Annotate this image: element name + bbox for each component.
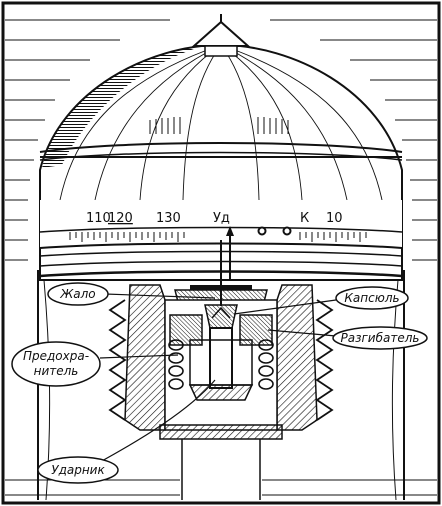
callout-zhalo-label: Жало (59, 287, 95, 301)
dome-meridians (59, 45, 383, 201)
background-hatching (5, 19, 437, 496)
scale-ticks (69, 232, 367, 242)
callout-zhalo: Жало (47, 282, 216, 306)
scale-mark-ud: Уд (213, 211, 230, 226)
scale-number-10: 10 (326, 211, 343, 226)
callout-razgibatel: Разгибатель (267, 326, 428, 350)
scale-dot-2 (282, 226, 292, 236)
callout-kapsyul-label: Капсюль (344, 291, 399, 305)
callout-predokhranitel-line1: Предохра- (23, 349, 89, 363)
nose-cap (191, 20, 251, 47)
callout-predokhranitel-line2: нитель (34, 364, 79, 378)
scale-number-110: 110 (86, 211, 111, 226)
callout-udarnik-label: Ударник (51, 463, 105, 477)
dome-shadow-left (42, 47, 200, 168)
scale-number-120: 120 (108, 211, 133, 226)
upper-ring-ticks (149, 117, 289, 134)
callout-kapsyul: Капсюль (233, 286, 409, 315)
scale-mark-k: К (300, 211, 309, 226)
shell-body-shading-right (391, 279, 399, 501)
dome-rings (39, 142, 403, 161)
cutaway-section (108, 240, 334, 500)
callout-razgibatel-label: Разгибатель (341, 331, 420, 345)
callout-udarnik: Ударник (37, 379, 216, 484)
callout-predokhranitel: Предохра- нитель (11, 341, 179, 387)
shell-body (37, 270, 405, 500)
nose-cap-base (204, 45, 238, 57)
scale-number-130: 130 (156, 211, 181, 226)
scale-dot-1 (257, 226, 267, 236)
